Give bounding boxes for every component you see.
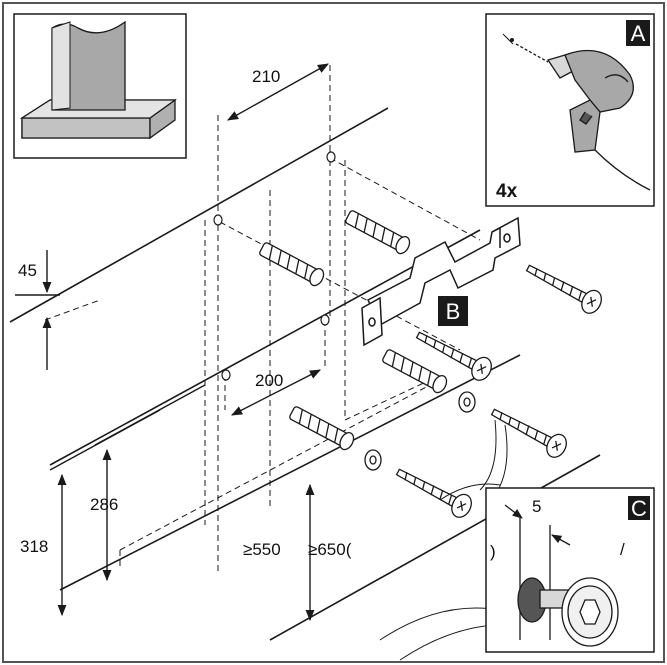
screw-detail-inset: C 5 )	[485, 487, 655, 653]
mounting-bracket	[361, 216, 521, 347]
dimension-45-label: 45	[18, 261, 37, 280]
dimension-286-label: 286	[90, 495, 118, 514]
washers	[364, 391, 476, 471]
dimension-650-label: ≥650(	[308, 540, 352, 559]
badge-b-label: B	[446, 299, 461, 324]
drill-count-label: 4x	[496, 181, 518, 202]
badge-b	[438, 296, 468, 326]
drill-icon	[546, 49, 651, 191]
screw-head-icon	[517, 577, 619, 647]
hood-inset	[13, 13, 187, 159]
badge-a-label: A	[631, 21, 646, 46]
dimension-45	[15, 250, 60, 370]
badge-c	[628, 496, 650, 520]
dimension-200	[231, 369, 321, 416]
dimension-318-label: 318	[20, 537, 48, 556]
dimension-318	[49, 409, 161, 617]
badge-c-label: C	[631, 496, 647, 521]
dimension-200-label: 200	[255, 371, 283, 390]
dimension-210-label: 210	[252, 67, 280, 86]
drill-holes	[213, 151, 336, 381]
screws	[395, 264, 602, 518]
dimension-550-label: ≥550	[243, 540, 281, 559]
drill-inset: A 4x	[485, 13, 655, 207]
badge-a	[626, 20, 650, 46]
paren-label: )	[490, 542, 496, 561]
dimension-210	[227, 63, 329, 121]
guide-lines	[44, 65, 481, 575]
gap-5-label: 5	[532, 497, 541, 516]
wall-plugs	[259, 210, 448, 451]
wall-lines	[9, 107, 601, 641]
slash-mark: /	[620, 540, 625, 559]
